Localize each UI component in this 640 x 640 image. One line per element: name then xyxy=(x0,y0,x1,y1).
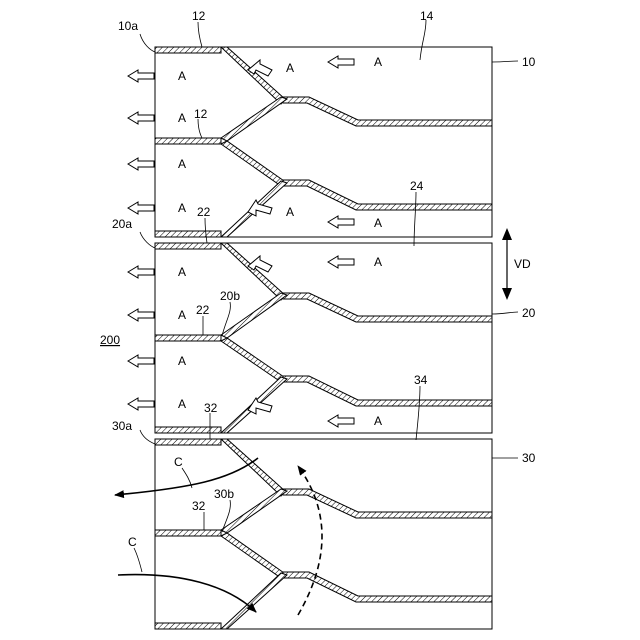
flow-a-arrow xyxy=(128,112,154,124)
label-vd: VD xyxy=(514,257,531,271)
label-c: C xyxy=(128,535,137,549)
leader-lines xyxy=(134,20,518,572)
label-a: A xyxy=(178,308,186,322)
flow-a-arrow xyxy=(128,202,154,214)
label-32-top: 32 xyxy=(204,401,218,415)
flow-a-arrow xyxy=(128,309,154,321)
label-20b: 20b xyxy=(220,289,240,303)
label-a: A xyxy=(374,255,382,269)
label-30: 30 xyxy=(522,451,536,465)
label-a: A xyxy=(178,69,186,83)
flow-a-arrow xyxy=(328,216,354,228)
flow-a-arrow xyxy=(328,256,354,268)
label-22-mid: 22 xyxy=(196,303,210,317)
label-32-mid: 32 xyxy=(192,499,206,513)
label-10a: 10a xyxy=(118,19,138,33)
label-20: 20 xyxy=(522,306,536,320)
label-10: 10 xyxy=(522,55,536,69)
label-12-top: 12 xyxy=(192,9,206,23)
label-20a: 20a xyxy=(112,217,132,231)
flow-a-arrow xyxy=(328,56,354,68)
label-a: A xyxy=(178,265,186,279)
flow-a-arrow xyxy=(128,70,154,82)
label-a: A xyxy=(178,157,186,171)
flow-c-curve-lower xyxy=(118,575,256,612)
vd-arrow xyxy=(502,228,512,300)
label-a: A xyxy=(178,397,186,411)
plate-30-channels xyxy=(155,439,492,629)
flow-a-arrow xyxy=(128,158,154,170)
reference-labels: 10a 12 14 10 12 24 20a 22 VD 20b 22 20 2… xyxy=(100,9,536,549)
label-a: A xyxy=(178,111,186,125)
flow-c-curve-dashed xyxy=(298,466,322,615)
label-c: C xyxy=(174,455,183,469)
label-a: A xyxy=(178,354,186,368)
flow-a-arrow xyxy=(128,355,154,367)
label-12-mid: 12 xyxy=(194,107,208,121)
label-a: A xyxy=(374,216,382,230)
label-30b: 30b xyxy=(214,487,234,501)
flow-a-arrow xyxy=(328,415,354,427)
label-a: A xyxy=(374,55,382,69)
label-a: A xyxy=(286,205,294,219)
label-a: A xyxy=(178,201,186,215)
label-22-top: 22 xyxy=(197,205,211,219)
label-34: 34 xyxy=(414,373,428,387)
label-a: A xyxy=(286,61,294,75)
flow-a-arrow xyxy=(128,266,154,278)
label-30a: 30a xyxy=(112,419,132,433)
label-a: A xyxy=(374,414,382,428)
label-14: 14 xyxy=(420,9,434,23)
label-200: 200 xyxy=(100,333,120,347)
flow-c-curve-upper xyxy=(115,458,258,495)
label-24: 24 xyxy=(410,179,424,193)
flow-a-arrow xyxy=(128,398,154,410)
plate-30 xyxy=(115,439,492,629)
